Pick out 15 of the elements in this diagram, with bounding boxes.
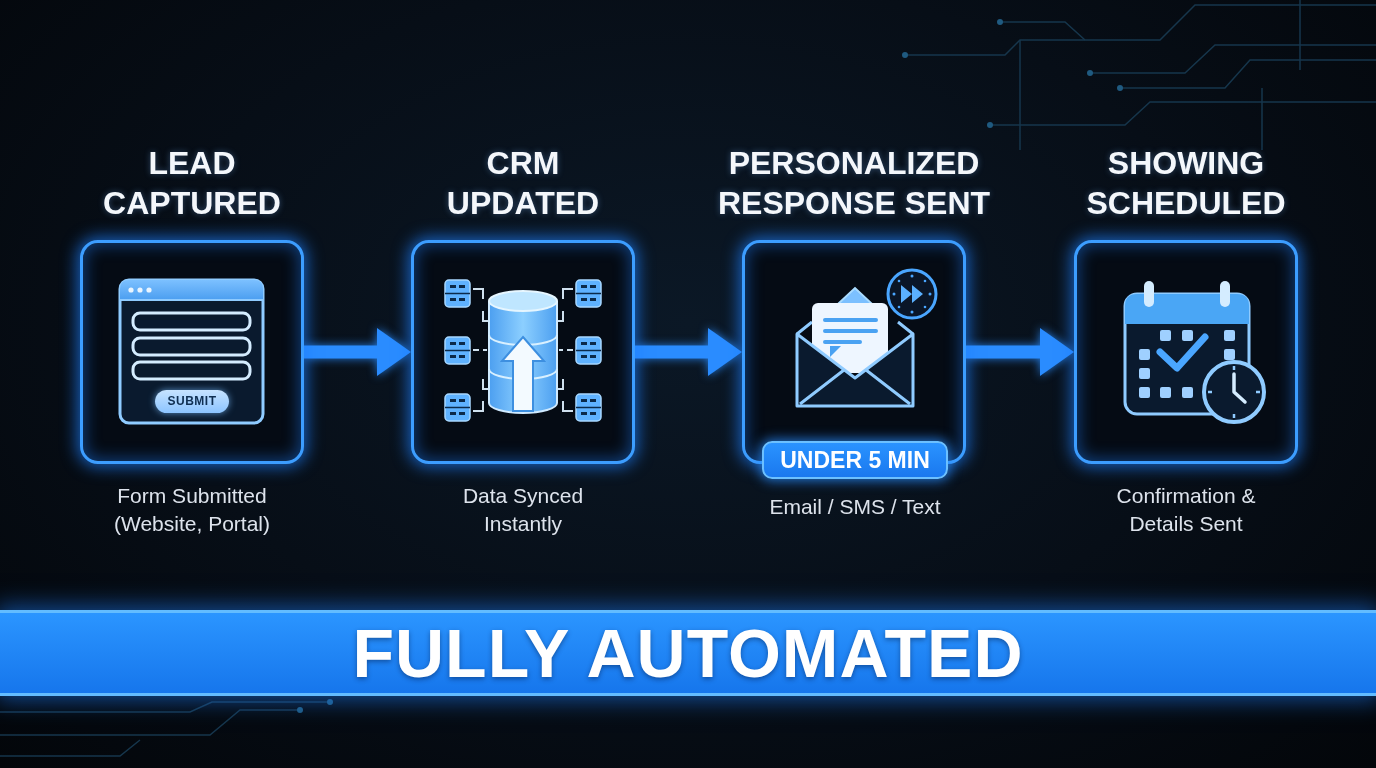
step-caption: Form Submitted (Website, Portal) — [113, 483, 271, 537]
step-caption: Email / SMS / Text — [768, 494, 942, 520]
banner-title: FULLY AUTOMATED — [352, 614, 1024, 692]
arrow — [635, 328, 742, 376]
step-title: PERSONALIZED RESPONSE SENT — [716, 144, 992, 223]
arrow — [966, 328, 1074, 376]
step-title: LEAD CAPTURED — [102, 144, 282, 223]
submit-button: SUBMIT — [155, 390, 229, 413]
step-caption: Data Synced Instantly — [461, 483, 585, 537]
step-caption: Confirmation & Details Sent — [1115, 483, 1257, 537]
step-title: CRM UPDATED — [445, 144, 601, 223]
badge-label: UNDER 5 MIN — [780, 446, 930, 474]
step-title: SHOWING SCHEDULED — [1085, 144, 1287, 223]
arrow — [304, 328, 411, 376]
banner-band — [0, 610, 1376, 696]
